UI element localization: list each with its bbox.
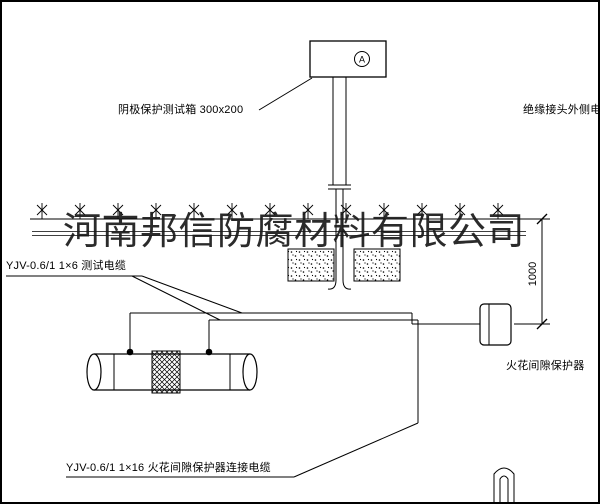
insulating-joint	[151, 350, 181, 394]
pipe-riser-symbol	[493, 467, 515, 502]
concrete-block-left	[287, 248, 335, 282]
ammeter-letter: A	[359, 55, 365, 65]
concrete-block-right	[353, 248, 401, 282]
spark-gap-protector-symbol	[479, 303, 512, 346]
test-post	[328, 77, 351, 254]
test-box-leader-line	[258, 77, 313, 111]
ground-hatch-marks	[36, 202, 504, 220]
test-cable-leaders	[6, 275, 243, 321]
cable-runs	[129, 312, 480, 423]
underground-cables	[327, 254, 352, 290]
spark-gap-protector-label: 火花间隙保护器	[506, 360, 585, 372]
test-box-label: 阴极保护测试箱 300x200	[118, 104, 244, 116]
watermark-strike-lines	[32, 231, 526, 236]
cable-terminal-right	[205, 348, 213, 356]
connection-cable-leader	[66, 422, 419, 478]
connection-cable-label: YJV-0.6/1 1×16 火花间隙保护器连接电缆	[66, 462, 271, 474]
test-box-outline	[309, 40, 387, 78]
cable-terminal-left	[126, 348, 134, 356]
dimension-1000: 1000	[514, 213, 550, 330]
outer-cable-label: 绝缘接头外侧电缆	[523, 104, 598, 116]
test-cable-label: YJV-0.6/1 1×6 测试电缆	[6, 260, 127, 272]
dimension-text: 1000	[527, 262, 539, 286]
ammeter-symbol	[354, 51, 370, 67]
